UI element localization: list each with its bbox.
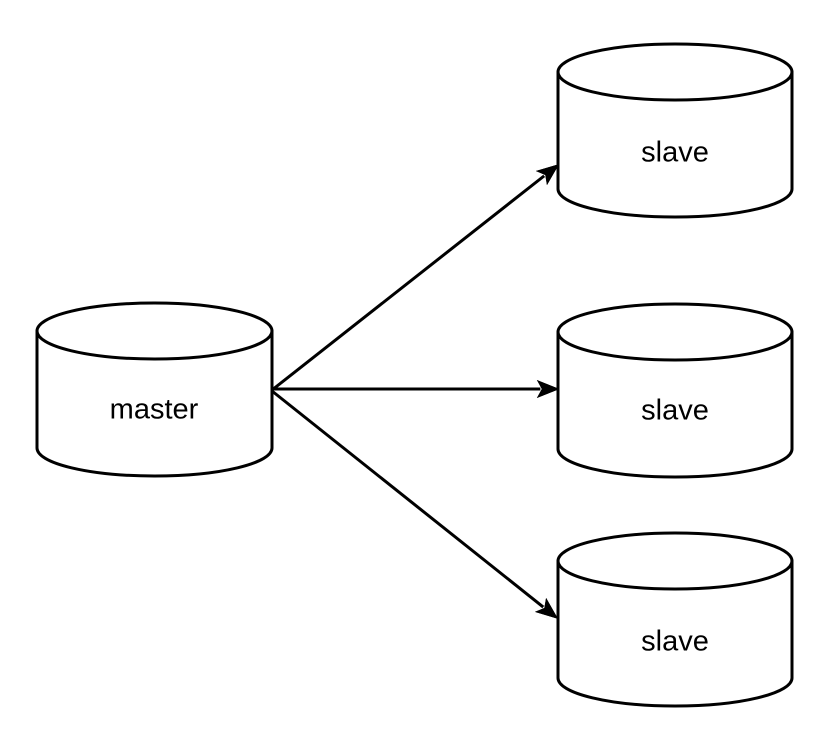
- edge-line: [271, 174, 546, 392]
- edge-master-to-slave-2[interactable]: [272, 380, 560, 398]
- edges-layer: [271, 164, 560, 619]
- node-label: master: [110, 394, 199, 426]
- arrowhead-icon: [535, 164, 560, 186]
- cylinder-lid-icon: [556, 330, 794, 362]
- node-label: slave: [641, 626, 709, 658]
- cylinder-lid-icon: [556, 70, 794, 102]
- cylinder-body-icon: [35, 301, 274, 478]
- nodes-layer: master slave slave slave: [35, 42, 794, 708]
- arrowhead-icon: [534, 597, 559, 619]
- node-label: slave: [641, 395, 709, 427]
- arrowhead-icon: [536, 380, 560, 398]
- edge-master-to-slave-1[interactable]: [271, 164, 560, 392]
- cylinder-lid-icon: [35, 329, 274, 361]
- arrowheads-overlay: [534, 164, 560, 619]
- node-slave-1[interactable]: slave: [556, 42, 794, 219]
- cylinder-body-icon: [556, 42, 794, 219]
- edge-line: [271, 389, 545, 609]
- node-slave-3[interactable]: slave: [556, 531, 794, 708]
- node-label: slave: [641, 137, 709, 169]
- node-master[interactable]: master: [35, 301, 274, 478]
- edge-master-to-slave-3[interactable]: [271, 389, 559, 619]
- cylinder-body-icon: [556, 302, 794, 479]
- node-slave-2[interactable]: slave: [556, 302, 794, 479]
- cylinder-lid-icon: [556, 559, 794, 591]
- cylinder-body-icon: [556, 531, 794, 708]
